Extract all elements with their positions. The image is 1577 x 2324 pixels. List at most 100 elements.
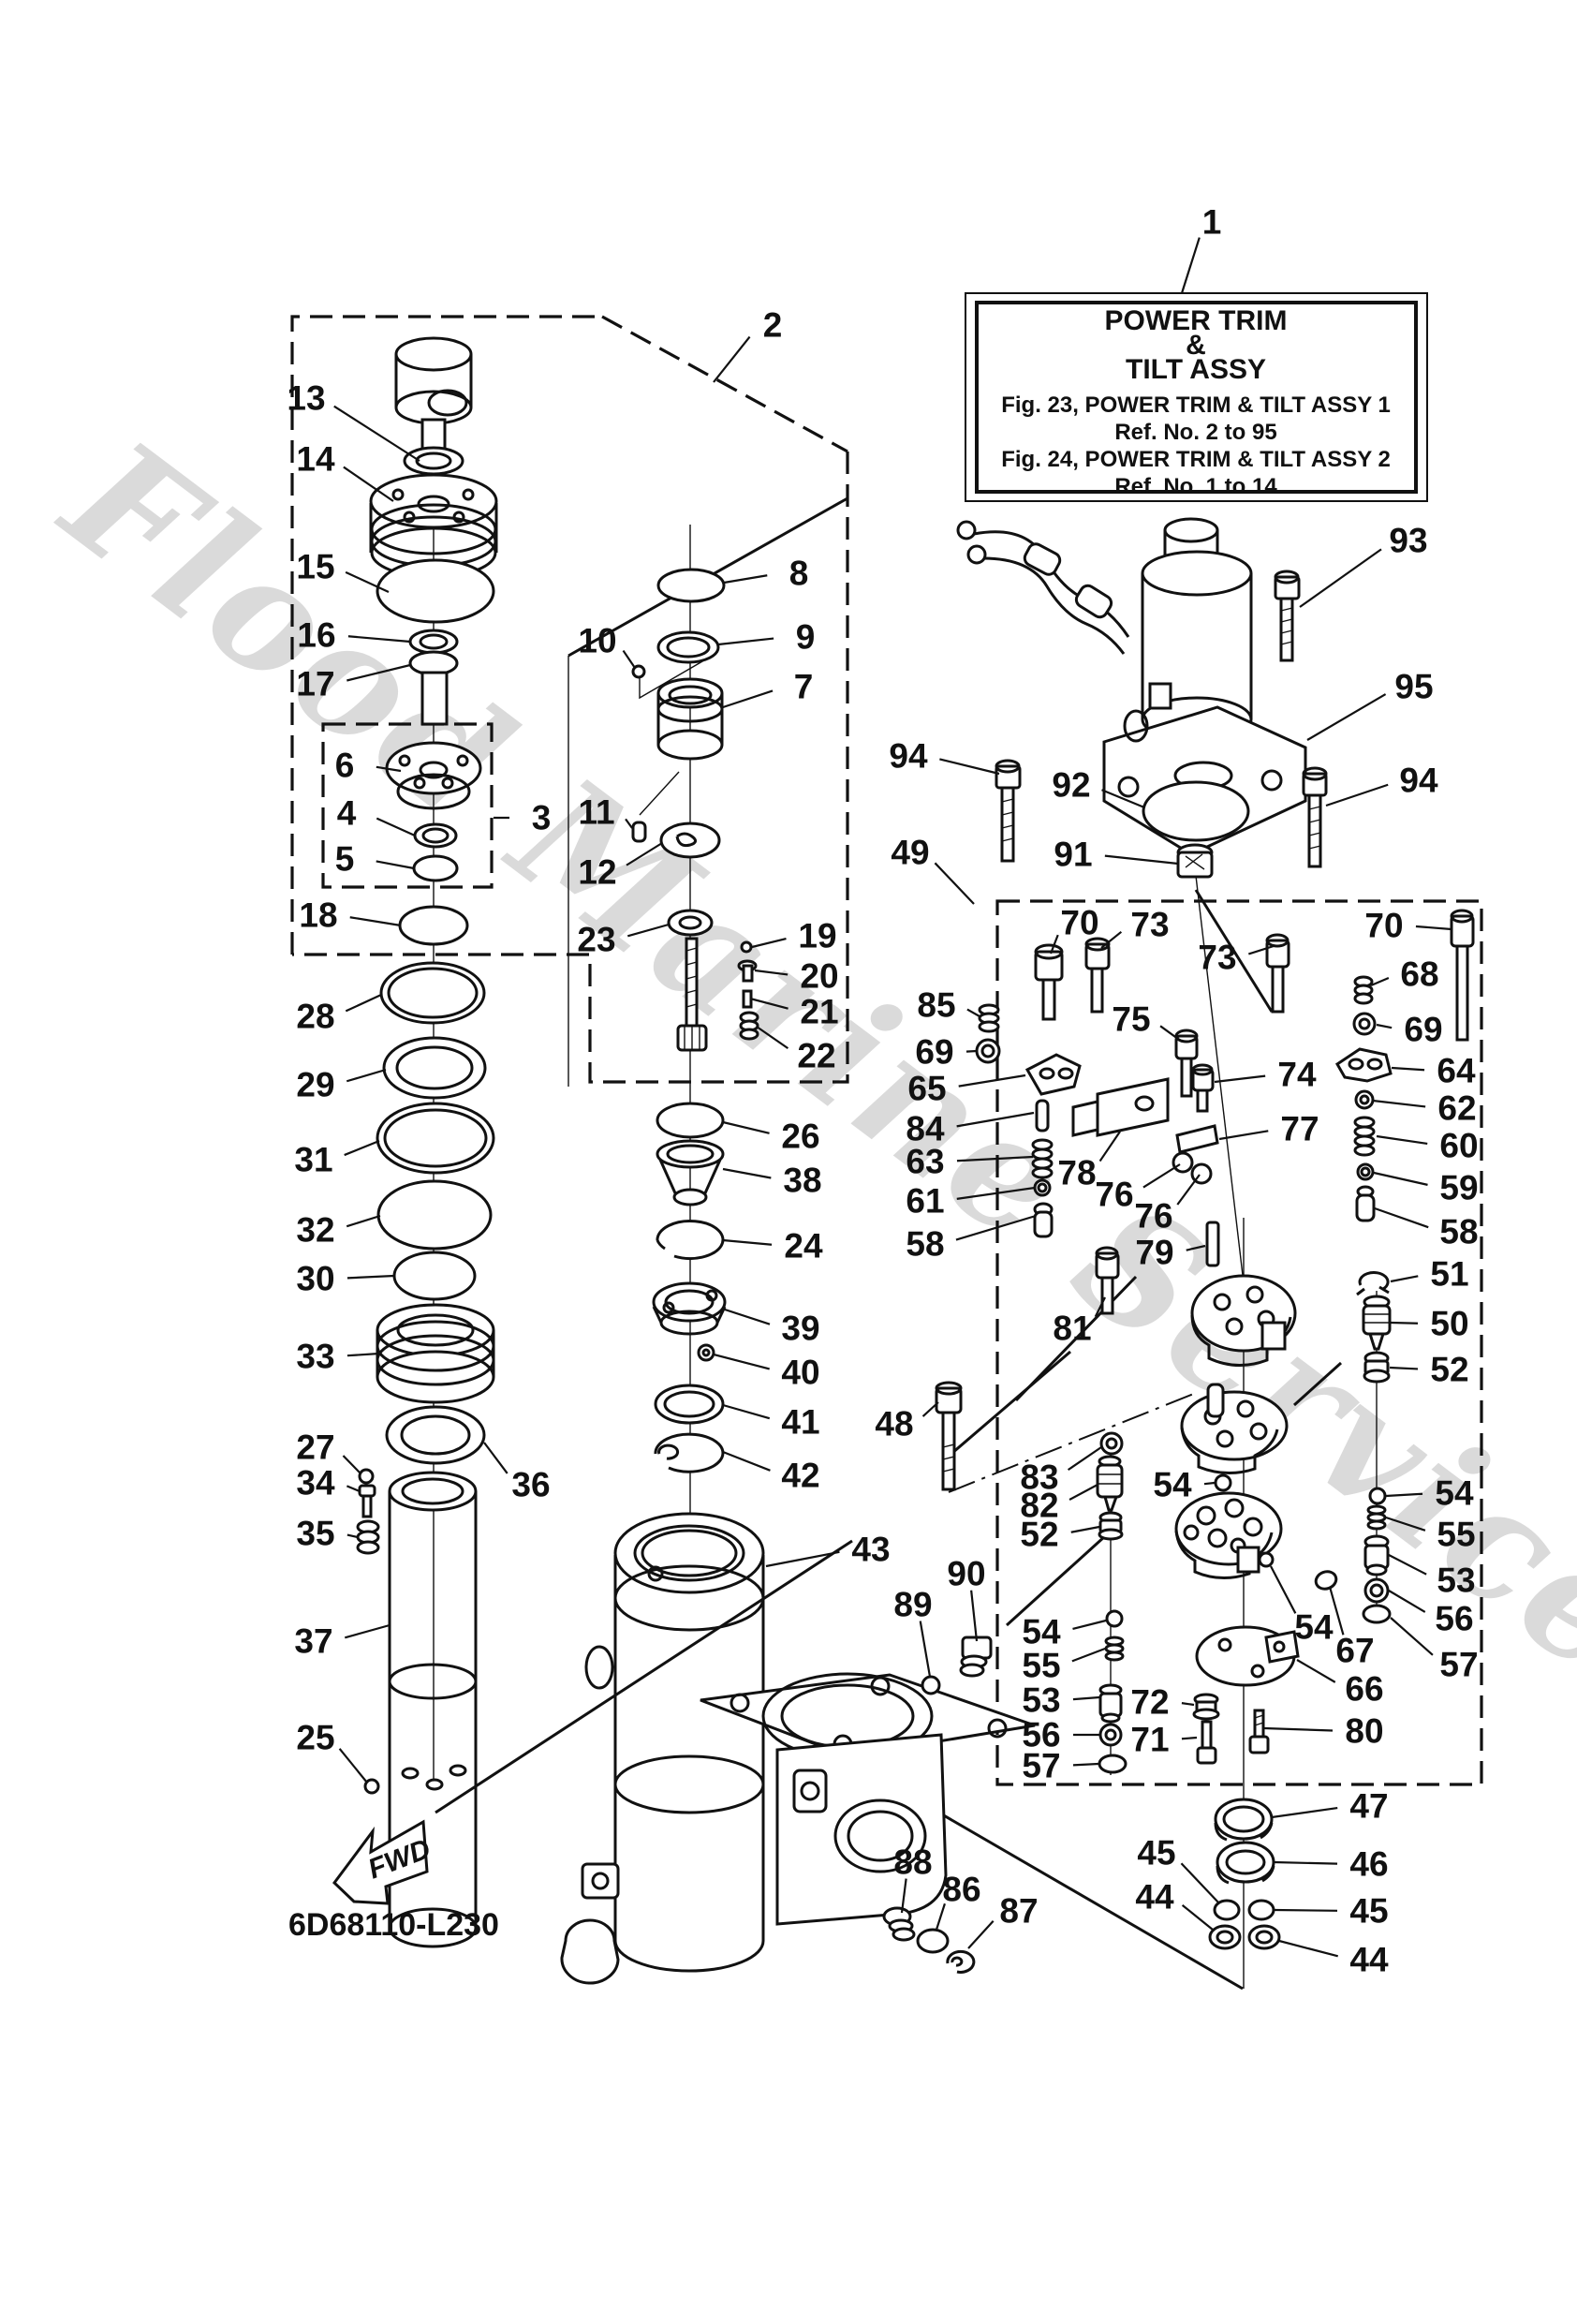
part-label-44: 44 [1349, 1941, 1389, 1979]
title-line-4: Fig. 23, POWER TRIM & TILT ASSY 1 [1001, 392, 1391, 418]
part-label-52: 52 [1430, 1351, 1468, 1389]
part-28-ring [379, 961, 486, 1025]
part-label-69: 69 [915, 1033, 953, 1072]
leader-line-53 [1072, 1695, 1100, 1701]
assembly-group-2-outline [290, 315, 849, 1084]
part-30-oring [392, 1251, 477, 1301]
leader-line-74 [1214, 1074, 1266, 1084]
part-65-bracket [1024, 1053, 1082, 1096]
leader-line-60 [1376, 1134, 1428, 1146]
leader-line-58 [1374, 1206, 1429, 1229]
part-89-ring [921, 1675, 941, 1695]
manifold-plate-2 [1180, 1383, 1289, 1474]
part-label-73: 73 [1198, 939, 1236, 977]
leader-line-51 [1390, 1275, 1419, 1283]
part-label-65: 65 [907, 1070, 946, 1108]
title-line-5: Ref. No. 2 to 95 [1114, 420, 1276, 445]
part-67-washer [1314, 1570, 1338, 1591]
part-label-43: 43 [851, 1531, 890, 1569]
leader-line-23 [626, 923, 670, 938]
leader-line-79 [1186, 1244, 1206, 1251]
leader-line-44 [1278, 1939, 1338, 1958]
part-62-washer [1354, 1089, 1375, 1110]
leader-line-80 [1263, 1726, 1334, 1732]
leader-line-71 [1181, 1736, 1198, 1740]
leader-line-41 [722, 1403, 771, 1420]
part-label-24: 24 [784, 1227, 823, 1266]
part-label-58: 58 [1439, 1213, 1478, 1251]
part-88-plug [882, 1906, 916, 1942]
part-label-80: 80 [1345, 1712, 1383, 1751]
part-label-28: 28 [296, 998, 334, 1036]
part-16-ring [408, 629, 459, 655]
leader-line-12 [626, 842, 663, 866]
part-18-oring [398, 905, 469, 946]
leader-line-37 [344, 1623, 391, 1639]
part-label-79: 79 [1135, 1234, 1173, 1272]
leader-line-33 [346, 1352, 380, 1357]
leader-line-17 [346, 663, 411, 682]
part-label-66: 66 [1345, 1670, 1383, 1709]
part-54-ball-left [1105, 1609, 1124, 1628]
watermark-text: Flood Marine Services [30, 404, 1577, 1768]
part-24-snap-ring [656, 1220, 725, 1260]
part-26-oring [656, 1102, 725, 1139]
part-label-56: 56 [1435, 1600, 1473, 1638]
part-31-seal-ring [376, 1102, 495, 1175]
part-label-85: 85 [917, 986, 955, 1025]
motor-wires [956, 520, 1130, 655]
part-label-23: 23 [577, 921, 615, 959]
part-label-5: 5 [335, 840, 355, 879]
leader-line-44 [1181, 1903, 1214, 1931]
part-label-63: 63 [906, 1143, 944, 1181]
part-79-pin [1205, 1221, 1220, 1267]
leader-line-34 [346, 1485, 361, 1493]
part-label-27: 27 [296, 1428, 334, 1467]
leader-line-31 [344, 1139, 380, 1157]
title-line-3: TILT ASSY [1126, 354, 1266, 385]
part-label-9: 9 [796, 618, 816, 657]
part-label-19: 19 [798, 917, 836, 955]
part-54-ball-lower [1258, 1551, 1275, 1568]
part-label-94: 94 [889, 737, 928, 776]
part-81-bolt [1095, 1246, 1120, 1315]
part-label-4: 4 [337, 794, 357, 833]
part-label-26: 26 [781, 1118, 819, 1156]
part-53-valve-left [1098, 1683, 1123, 1724]
part-56-ring-left [1098, 1723, 1123, 1747]
part-66-plate [1195, 1625, 1300, 1687]
part-label-46: 46 [1349, 1845, 1388, 1884]
part-32-oring [376, 1179, 493, 1251]
part-84-pin [1035, 1099, 1050, 1132]
part-5-oring [412, 854, 459, 882]
part-58-valve-right [1355, 1185, 1376, 1222]
leader-line-94 [1325, 783, 1389, 807]
part-label-17: 17 [296, 665, 334, 703]
part-label-57: 57 [1022, 1747, 1060, 1785]
part-label-55: 55 [1437, 1516, 1475, 1554]
part-74-bolt [1191, 1063, 1215, 1113]
part-label-52: 52 [1020, 1516, 1058, 1554]
part-label-90: 90 [947, 1555, 985, 1593]
part-4-ring [413, 822, 458, 849]
part-73-bolt-left [1084, 937, 1111, 1014]
part-label-29: 29 [296, 1066, 334, 1104]
leader-line-42 [722, 1450, 771, 1472]
part-label-70: 70 [1364, 907, 1403, 945]
part-label-61: 61 [906, 1182, 944, 1221]
leader-line-64 [1391, 1066, 1425, 1072]
part-label-54: 54 [1435, 1474, 1474, 1513]
leader-line-11 [625, 818, 633, 829]
part-label-39: 39 [781, 1310, 819, 1348]
part-label-10: 10 [578, 622, 616, 660]
part-21-pin [742, 989, 753, 1009]
leader-line-87 [967, 1919, 995, 1949]
part-27-ball [358, 1468, 375, 1485]
part-73-bolt-center [1265, 933, 1290, 1014]
part-label-48: 48 [875, 1405, 913, 1443]
leader-line-76 [1142, 1163, 1181, 1189]
leader-line-45 [1180, 1862, 1220, 1904]
part-label-93: 93 [1389, 522, 1427, 560]
part-label-73: 73 [1130, 906, 1169, 944]
part-label-12: 12 [578, 853, 616, 892]
